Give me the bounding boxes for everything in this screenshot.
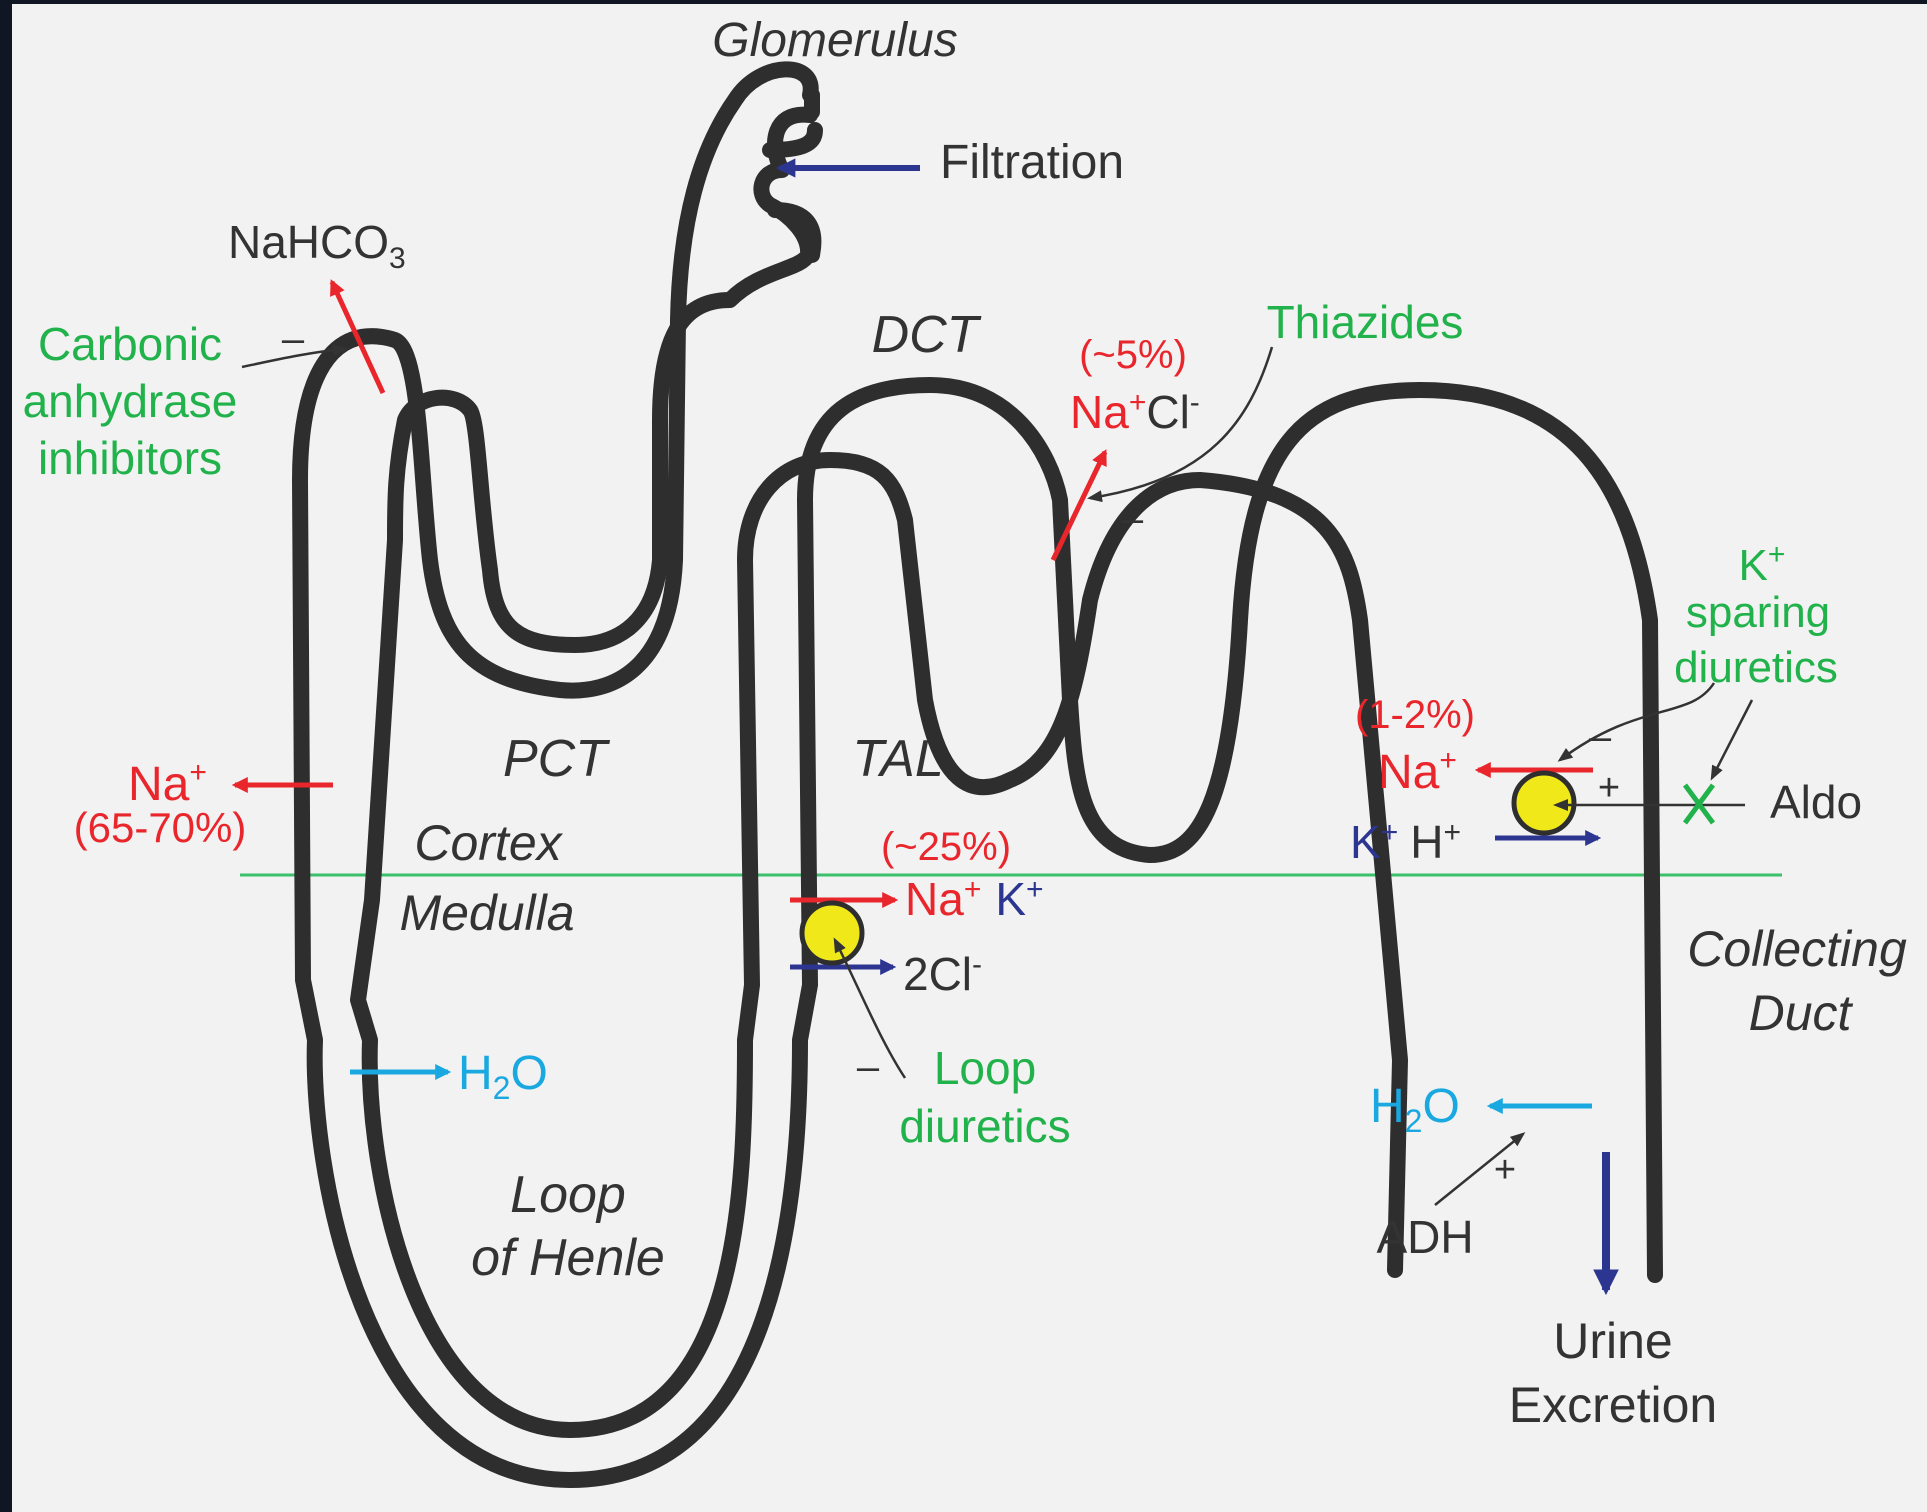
- label-filtration: Filtration: [940, 136, 1124, 189]
- label-loop-diuretics-2: diuretics: [899, 1100, 1070, 1152]
- label-carbonic-3: inhibitors: [38, 432, 222, 484]
- label-carbonic-1: Carbonic: [38, 318, 222, 370]
- label-loop-diuretics-1: Loop: [934, 1042, 1036, 1094]
- label-carbonic-2: anhydrase: [23, 375, 238, 427]
- cd-percent: (1-2%): [1355, 693, 1475, 737]
- label-glomerulus: Glomerulus: [712, 14, 957, 67]
- label-thiazides: Thiazides: [1267, 296, 1464, 348]
- tal-cl: 2Cl-: [903, 948, 982, 1000]
- thiazide-minus: –: [1121, 497, 1144, 541]
- label-loop-of-henle-1: Loop: [510, 1166, 626, 1224]
- label-adh: ADH: [1376, 1211, 1473, 1263]
- aldo-plus: +: [1598, 767, 1620, 809]
- adh-plus: +: [1494, 1149, 1516, 1191]
- label-dct: DCT: [872, 306, 982, 364]
- enac-transporter: [1514, 773, 1574, 833]
- ksparing-minus: –: [1589, 715, 1612, 759]
- label-loop-of-henle-2: of Henle: [471, 1229, 665, 1287]
- carbonic-minus: –: [282, 317, 305, 361]
- label-urine-2: Excretion: [1509, 1377, 1717, 1433]
- label-collecting-2: Duct: [1749, 985, 1854, 1041]
- label-tal: TAL: [852, 730, 944, 788]
- ksparing-2: sparing: [1686, 588, 1830, 637]
- label-aldo: Aldo: [1770, 776, 1862, 828]
- label-collecting-1: Collecting: [1687, 921, 1907, 977]
- label-nahco3: NaHCO3: [228, 216, 406, 275]
- dct-percent: (~5%): [1079, 333, 1187, 377]
- label-cortex: Cortex: [414, 815, 563, 871]
- ksparing-3: diuretics: [1674, 643, 1838, 692]
- tal-percent: (~25%): [881, 825, 1011, 869]
- pct-percent: (65-70%): [74, 804, 247, 851]
- label-medulla: Medulla: [399, 885, 574, 941]
- label-pct: PCT: [503, 730, 610, 788]
- loop-minus: –: [857, 1045, 880, 1089]
- nkcc-transporter: [802, 903, 862, 963]
- label-urine-1: Urine: [1553, 1313, 1672, 1369]
